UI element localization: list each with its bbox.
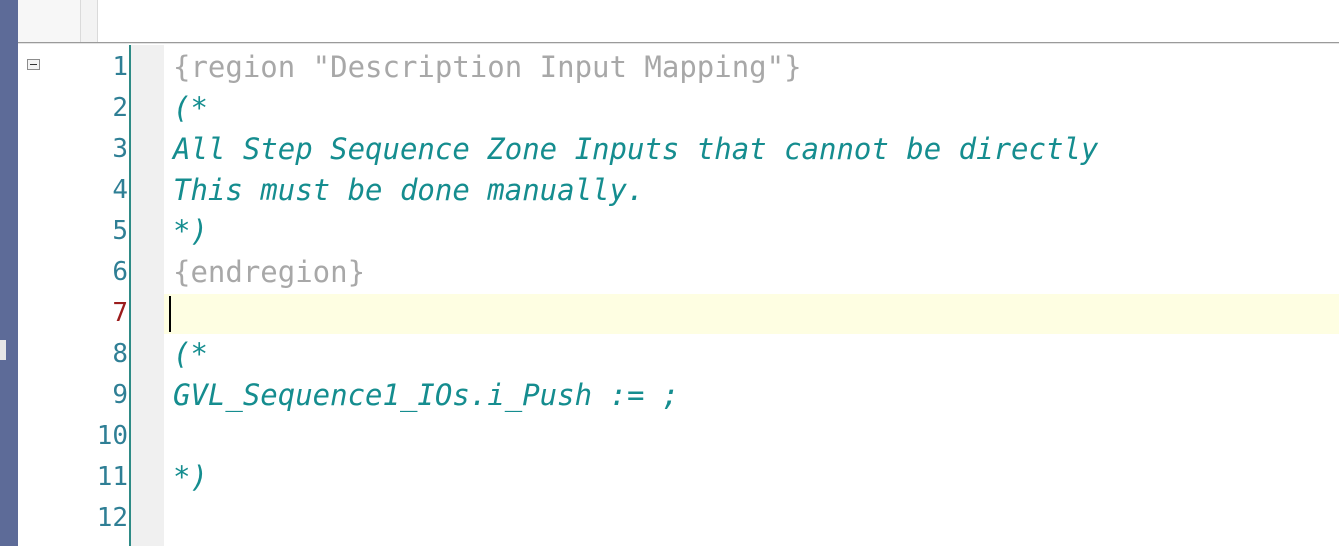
minus-box-icon (30, 64, 37, 65)
code-line[interactable]: 5 *) (18, 211, 1339, 252)
line-number: 6 (112, 257, 128, 287)
top-margin-cell (81, 0, 98, 42)
line-number: 2 (112, 93, 128, 123)
code-text[interactable]: {region "Description Input Mapping"} (173, 50, 802, 84)
top-gutter-cell (18, 0, 81, 42)
line-number: 11 (96, 462, 128, 492)
code-line[interactable]: 3 All Step Sequence Zone Inputs that cann… (18, 129, 1339, 170)
code-text[interactable]: *) (173, 460, 208, 494)
code-line[interactable]: 8 (* (18, 334, 1339, 375)
code-text[interactable]: *) (173, 214, 208, 248)
line-number: 7 (112, 298, 128, 328)
line-number: 1 (112, 52, 128, 82)
code-line[interactable]: 7 (18, 293, 1339, 334)
line-number: 4 (112, 175, 128, 205)
fold-region-toggle[interactable] (27, 59, 40, 70)
code-editor[interactable]: 1 {region "Description Input Mapping"} 2 (*… (18, 45, 1339, 546)
code-line[interactable]: 1 {region "Description Input Mapping"} (18, 47, 1339, 88)
code-line[interactable]: 4 This must be done manually. (18, 170, 1339, 211)
gutter-margin (130, 45, 164, 546)
code-line[interactable]: 6 {endregion} (18, 252, 1339, 293)
line-number: 12 (96, 503, 128, 533)
code-line[interactable]: 12 (18, 498, 1339, 539)
code-line[interactable]: 11 *) (18, 457, 1339, 498)
line-number: 3 (112, 134, 128, 164)
code-text[interactable]: All Step Sequence Zone Inputs that canno… (173, 132, 1099, 166)
gutter-divider (129, 45, 131, 546)
code-text[interactable]: This must be done manually. (173, 173, 645, 207)
line-number: 9 (112, 380, 128, 410)
scroll-marker (0, 340, 6, 360)
line-number: 5 (112, 216, 128, 246)
code-line[interactable]: 10 (18, 416, 1339, 457)
code-text[interactable]: (* (173, 337, 208, 371)
pane-splitter[interactable] (18, 42, 1339, 44)
top-editor-pane[interactable] (18, 0, 1339, 42)
line-number: 10 (96, 421, 128, 451)
code-line[interactable]: 9 GVL_Sequence1_IOs.i_Push := ; (18, 375, 1339, 416)
code-text[interactable]: {endregion} (173, 255, 366, 289)
code-text[interactable]: GVL_Sequence1_IOs.i_Push := ; (173, 378, 680, 412)
line-number: 8 (112, 339, 128, 369)
current-line-highlight (164, 294, 1339, 334)
code-text[interactable]: (* (173, 91, 208, 125)
code-line[interactable]: 2 (* (18, 88, 1339, 129)
left-side-bar (0, 0, 18, 546)
text-caret (169, 296, 171, 332)
